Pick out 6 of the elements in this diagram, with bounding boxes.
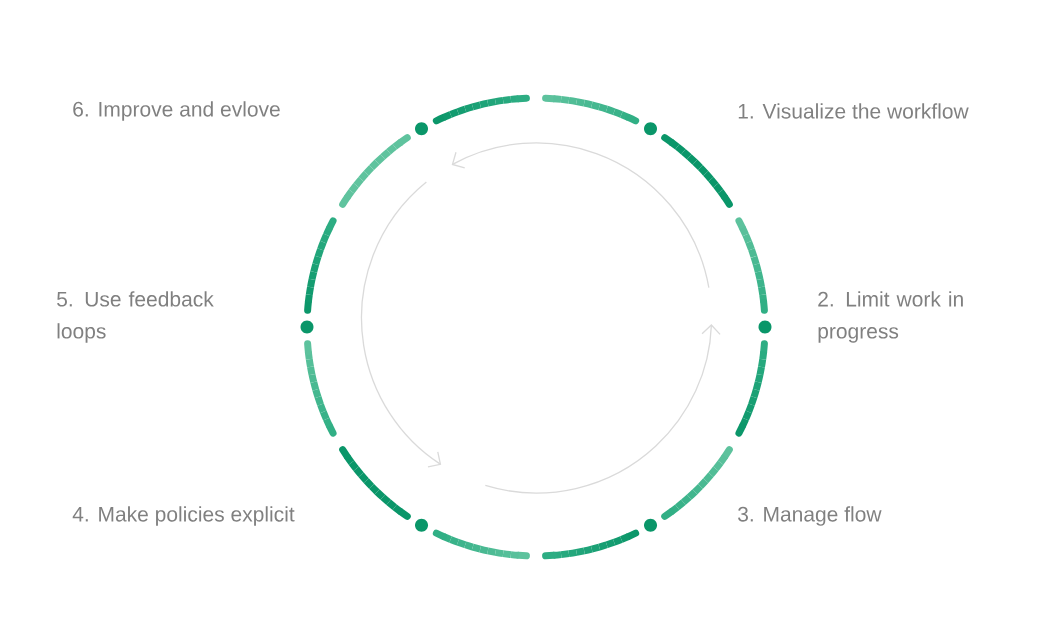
step-label: 3. Manage flow: [738, 506, 882, 526]
step-label: 4. Make policies explicit: [72, 506, 295, 526]
step-label: 2. Limit work in progress: [818, 291, 963, 343]
step-label: 5. Use feedback loops: [57, 291, 214, 343]
step-label: 1. Visualize the workflow: [738, 103, 969, 119]
step-label: 6. Improve and evlove: [73, 101, 280, 121]
